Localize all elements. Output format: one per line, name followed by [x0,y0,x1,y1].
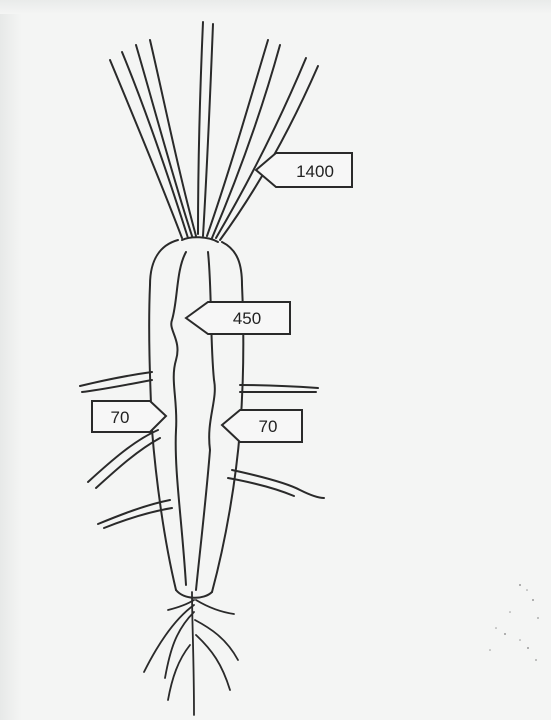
fine-roots [144,592,238,715]
label-left-lateral-value: 70 [111,408,130,427]
scan-speckles [489,584,539,661]
label-tag-upper-root: 450 [186,302,290,334]
label-tag-right-lateral: 70 [222,410,302,442]
root-crown [150,237,242,285]
leaf-stalks [110,22,318,240]
label-tag-left-lateral: 70 [92,401,166,432]
label-leaves-value: 1400 [296,162,334,181]
lateral-roots [80,372,324,528]
label-right-lateral-value: 70 [259,417,278,436]
label-upper-root-value: 450 [233,309,261,328]
label-tag-leaves: 1400 [256,153,352,187]
